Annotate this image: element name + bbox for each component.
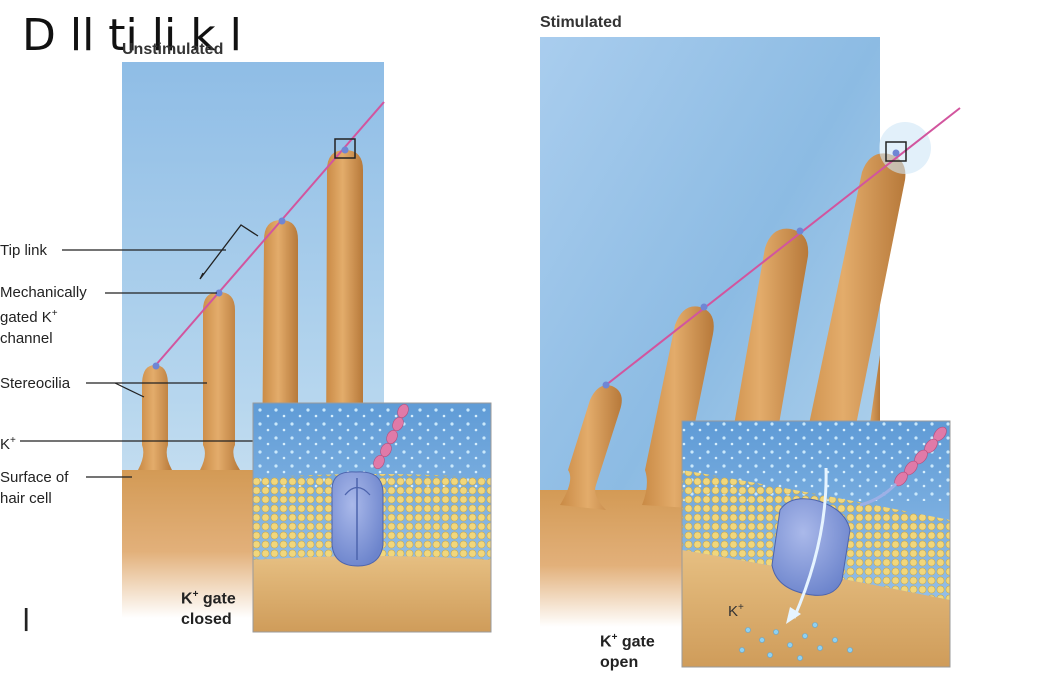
label-mechanically-gated-channel: Mechanically gated K+ channel — [0, 284, 87, 347]
label-k-ion-inset: K+ — [728, 602, 744, 620]
label-surface-of-hair-cell: Surface of hair cell — [0, 469, 69, 507]
channel-dots-right — [602, 149, 900, 389]
leader-lines — [20, 249, 258, 478]
tip-link-line-left — [154, 101, 385, 367]
label-tip-link: Tip link — [0, 242, 47, 259]
label-k-ion: K+ — [0, 435, 16, 453]
inset-gate-open — [682, 421, 950, 667]
channel-dots-left — [152, 146, 349, 370]
zoom-box-left — [334, 138, 356, 159]
tip-link-line-right — [605, 107, 961, 386]
zoom-box-right — [885, 141, 907, 162]
label-gate-closed: K+ gate closed — [181, 589, 236, 629]
background-text-top: D ll ti li k l — [22, 10, 242, 61]
tip-link-bracket — [199, 224, 259, 280]
inset-gate-closed — [253, 403, 491, 632]
panel-title-stimulated: Stimulated — [540, 14, 622, 31]
label-stereocilia: Stereocilia — [0, 375, 71, 392]
panel-title-unstimulated: Unstimulated — [122, 41, 224, 58]
background-text-bottom: l — [22, 604, 31, 639]
label-gate-open: K+ gate open — [600, 632, 655, 672]
